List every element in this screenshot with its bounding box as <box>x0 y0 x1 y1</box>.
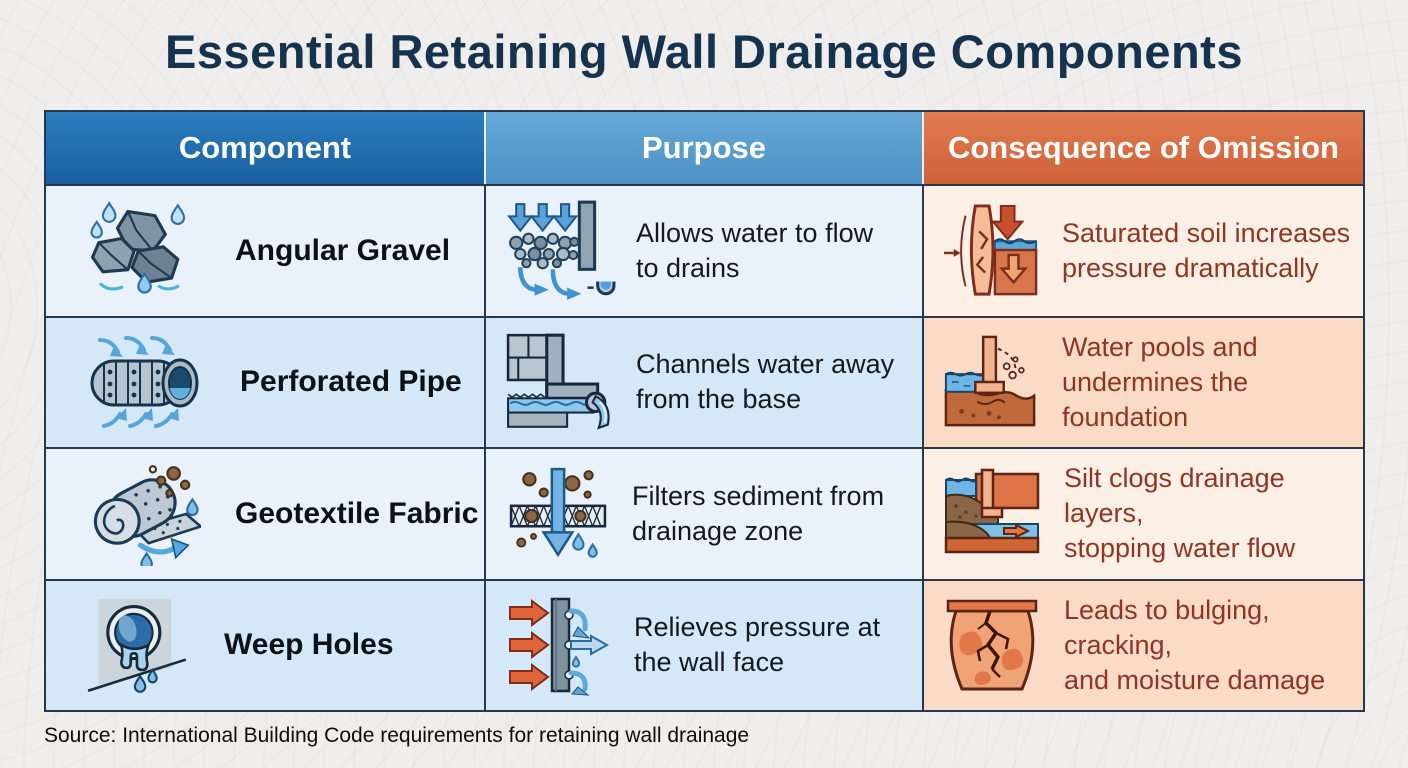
angular-gravel-icon <box>86 199 201 303</box>
consequence-text: Leads to bulging, cracking, and moisture… <box>1064 594 1326 695</box>
purpose-text: Channels water away from the base <box>636 349 895 415</box>
geotextile-roll-icon <box>86 462 201 566</box>
purpose-cell: Relieves pressure at the wall face <box>486 578 924 710</box>
consequence-text: Saturated soil increases pressure dramat… <box>1062 217 1351 283</box>
header-label: Purpose <box>641 130 767 165</box>
purpose-cell: Channels water away from the base <box>486 315 924 447</box>
pressure-relief-wall-icon <box>504 594 614 696</box>
consequence-cell: Silt clogs drainage layers, stopping wat… <box>924 447 1363 579</box>
purpose-cell: Allows water to flow to drains <box>486 184 924 316</box>
component-label: Weep Holes <box>224 628 394 662</box>
component-cell: Perforated Pipe <box>46 315 486 447</box>
purpose-text: Filters sediment from drainage zone <box>632 480 885 546</box>
page-title: Essential Retaining Wall Drainage Compon… <box>165 25 1243 78</box>
water-channel-base-icon <box>504 331 616 433</box>
saturated-soil-pressure-icon <box>942 201 1040 301</box>
component-cell: Weep Holes <box>46 578 486 710</box>
component-cell: Angular Gravel <box>46 184 486 316</box>
perforated-pipe-icon <box>86 331 206 433</box>
purpose-text: Relieves pressure at the wall face <box>634 612 881 678</box>
water-pooling-foundation-icon <box>942 332 1040 432</box>
header-label: Component <box>178 130 352 165</box>
consequence-cell: Leads to bulging, cracking, and moisture… <box>924 578 1363 710</box>
component-label: Perforated Pipe <box>240 365 462 399</box>
source-note: Source: International Building Code requ… <box>44 724 750 747</box>
consequence-cell: Saturated soil increases pressure dramat… <box>924 184 1363 316</box>
consequence-cell: Water pools and undermines the foundatio… <box>924 315 1363 447</box>
header-cell-consequence: Consequence of Omission <box>924 112 1363 184</box>
header-cell-component: Component <box>46 112 486 184</box>
component-cell: Geotextile Fabric <box>46 447 486 579</box>
component-label: Angular Gravel <box>235 233 451 267</box>
header-label: Consequence of Omission <box>947 130 1339 165</box>
silt-clog-icon <box>942 464 1042 564</box>
component-label: Geotextile Fabric <box>235 496 479 530</box>
header-cell-purpose: Purpose <box>486 112 924 184</box>
bulging-cracked-wall-icon <box>942 594 1042 696</box>
purpose-text: Allows water to flow to drains <box>636 217 874 283</box>
water-flow-to-drain-icon <box>504 200 616 302</box>
drainage-components-table: Component Purpose Consequence of Omissio… <box>44 110 1365 712</box>
weep-hole-icon <box>86 593 190 697</box>
consequence-text: Water pools and undermines the foundatio… <box>1062 331 1258 432</box>
purpose-cell: Filters sediment from drainage zone <box>486 447 924 579</box>
sediment-filter-icon <box>504 463 612 565</box>
consequence-text: Silt clogs drainage layers, stopping wat… <box>1064 463 1296 564</box>
